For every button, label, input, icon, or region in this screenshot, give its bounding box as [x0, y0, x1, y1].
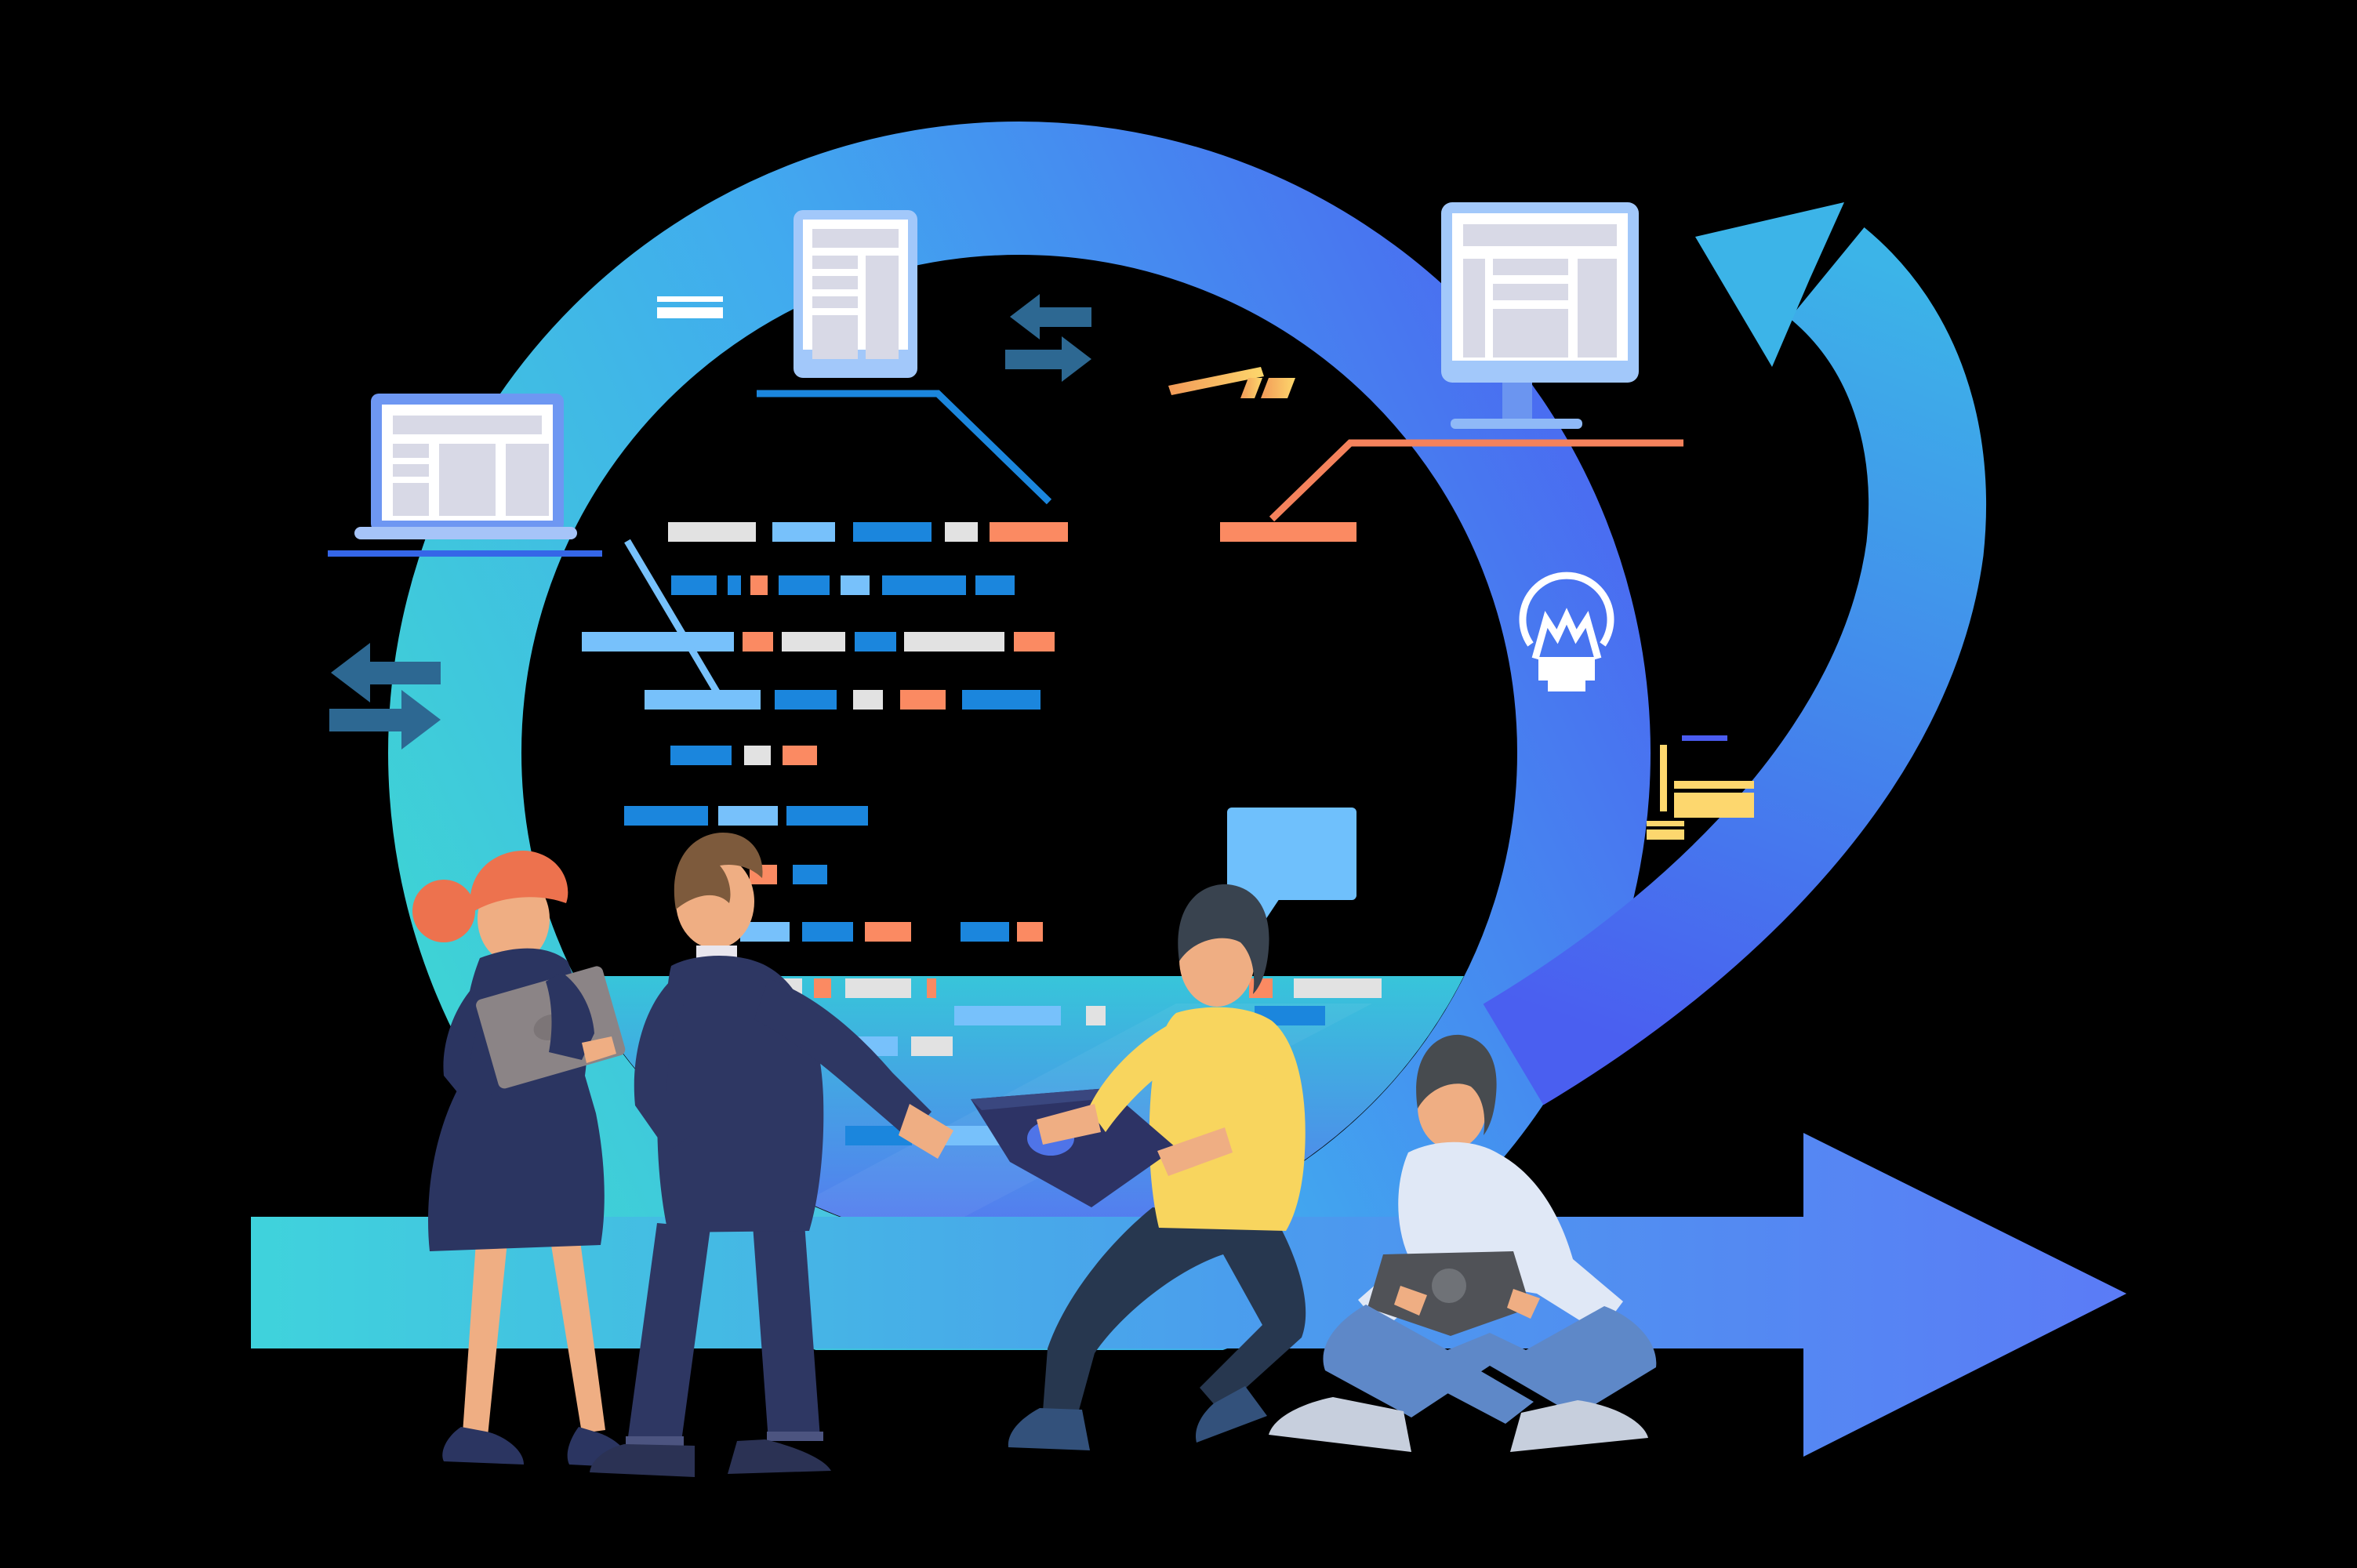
sync-arrows-icon-small — [1005, 294, 1091, 382]
ground — [0, 1350, 2357, 1568]
woman-hair — [470, 850, 568, 913]
code-bar-orange — [783, 746, 817, 765]
code-bar-gray — [845, 978, 911, 998]
code-bar-orange — [1014, 632, 1055, 652]
man-sock-right — [767, 1432, 823, 1441]
woman-arm-front — [546, 972, 594, 1060]
man-leg-right — [753, 1223, 820, 1441]
code-bar-lightblue — [841, 575, 870, 595]
code-bar-lightblue — [718, 806, 778, 826]
blue-underline — [1682, 735, 1727, 741]
code-bar-blue — [855, 632, 896, 652]
man-hair — [674, 833, 763, 909]
code-bar-lightblue — [772, 522, 835, 542]
woman-hair-bun — [412, 880, 475, 942]
code-bar-gray — [1086, 1006, 1106, 1025]
dev2-foot-left — [1269, 1397, 1411, 1452]
man-leg-left — [627, 1223, 710, 1447]
code-bar-blue — [671, 575, 717, 595]
code-bar-gray — [945, 522, 978, 542]
task-chips-orange — [1168, 367, 1295, 398]
dev-pants — [1043, 1207, 1306, 1416]
code-bar-lightblue — [645, 690, 761, 710]
woman-leg-left — [463, 1231, 508, 1436]
code-bar-gray — [744, 746, 771, 765]
code-bar-orange — [743, 632, 773, 652]
document-icon — [794, 210, 917, 378]
dev-laptop — [971, 1088, 1176, 1207]
loop-arrowhead — [1695, 202, 1844, 367]
code-bar-gray — [1294, 978, 1382, 998]
dev-shoe-right — [1195, 1386, 1267, 1443]
code-bar-blue — [882, 575, 966, 595]
code-bar-blue — [975, 575, 1015, 595]
dev-hand-right — [1157, 1127, 1233, 1176]
code-bar-orange — [865, 922, 911, 942]
document-connector-line — [757, 390, 1052, 505]
code-bar-blue — [775, 690, 837, 710]
connector-lines — [624, 390, 1683, 695]
man-arm-reach — [754, 978, 932, 1138]
person-developer-crosslegged — [1269, 1034, 1657, 1452]
person-businessman — [590, 833, 953, 1477]
code-bar-blue — [786, 806, 868, 826]
laptop-icon — [328, 394, 602, 557]
monitor-connector-line — [1269, 439, 1683, 522]
ring-tick-marks — [657, 296, 723, 318]
code-bar-gray — [853, 690, 883, 710]
code-bar-orange — [1017, 922, 1043, 942]
monitor-icon — [1441, 202, 1639, 429]
dev-arm-right — [1214, 1027, 1298, 1152]
dev2-jeans-cross — [1333, 1305, 1534, 1424]
code-bar-blue — [853, 522, 932, 542]
laptop-connector-line — [624, 539, 721, 695]
code-bar-orange — [814, 978, 831, 998]
code-bar-gray — [668, 522, 756, 542]
code-bar-blue — [728, 575, 741, 595]
lightbulb-icon — [1519, 572, 1614, 691]
code-bar-orange — [900, 690, 946, 710]
code-bar-orange — [1220, 522, 1356, 542]
woman-leg-right — [549, 1229, 605, 1433]
sprint-loop-arrow — [1483, 202, 1987, 1105]
code-bar-blue — [779, 575, 830, 595]
code-bar-orange — [927, 978, 936, 998]
woman-shoe-left — [442, 1427, 524, 1465]
man-shoe-right — [728, 1439, 831, 1474]
man-hand — [899, 1104, 953, 1159]
code-bar-orange — [750, 575, 768, 595]
dev-shoe-left — [1008, 1408, 1090, 1450]
person-developer-yellow — [971, 884, 1306, 1450]
code-bar-blue — [793, 865, 827, 884]
code-bar-gray — [782, 632, 845, 652]
man-shoe-left — [590, 1444, 695, 1477]
code-bar-blue — [961, 922, 1009, 942]
code-bar-blue — [962, 690, 1040, 710]
code-bar-lightblue — [582, 632, 734, 652]
dev2-hand-right — [1507, 1289, 1540, 1319]
code-bar-gray — [911, 1036, 953, 1056]
code-bar-lightblue — [954, 1006, 1061, 1025]
code-bar-blue — [670, 746, 732, 765]
dev2-hair — [1416, 1034, 1497, 1135]
dev-hair — [1178, 884, 1269, 994]
code-bar-orange — [990, 522, 1068, 542]
task-blocks-yellow — [1647, 745, 1754, 840]
dev2-foot-right — [1510, 1400, 1648, 1452]
code-bar-blue — [802, 922, 853, 942]
dev-arm-left — [1088, 1022, 1189, 1132]
sync-arrows-icon — [329, 643, 441, 750]
code-bar-gray — [904, 632, 1004, 652]
dev-forearm-left — [1037, 1104, 1101, 1145]
woman-arm-back — [443, 980, 496, 1110]
woman-hand — [582, 1036, 616, 1063]
dev2-hand-left — [1394, 1286, 1427, 1316]
dev2-laptop — [1367, 1251, 1531, 1336]
man-sock-left — [626, 1436, 684, 1446]
code-bar-blue — [624, 806, 708, 826]
man-arm-back — [634, 980, 693, 1152]
